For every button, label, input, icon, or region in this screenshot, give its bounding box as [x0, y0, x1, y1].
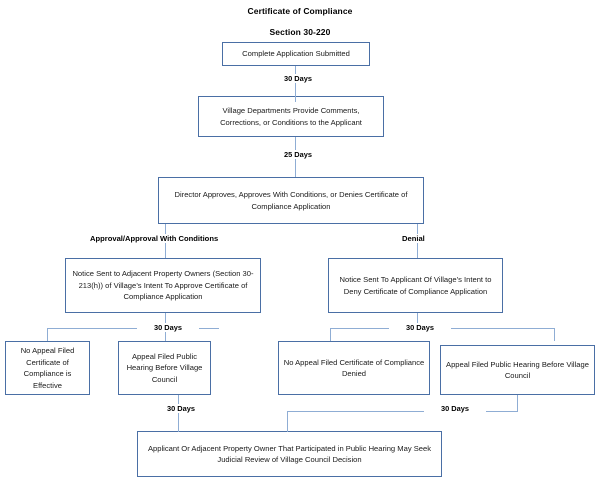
connector-to-no-appeal-denied — [330, 328, 332, 341]
node-notice-approve[interactable]: Notice Sent to Adjacent Property Owners … — [65, 258, 261, 313]
node-complete-application-label: Complete Application Submitted — [242, 49, 350, 59]
node-no-appeal-effective-label: No Appeal Filed Certificate of Complianc… — [20, 346, 75, 390]
branch-label-denial: Denial — [400, 234, 427, 243]
node-notice-deny-label: Notice Sent To Applicant Of Village’s In… — [339, 275, 492, 296]
duration-label-3: 30 Days — [137, 323, 199, 332]
duration-label-6: 30 Days — [424, 404, 486, 413]
connector-to-no-appeal-effective — [47, 328, 49, 341]
connector-notice-approve-down — [165, 313, 167, 329]
duration-label-4: 30 Days — [389, 323, 451, 332]
connector-to-appeal-hearing-left — [165, 328, 167, 341]
duration-label-5: 30 Days — [150, 404, 212, 413]
chart-title: Certificate of Compliance — [247, 6, 353, 16]
duration-label-2: 25 Days — [267, 150, 329, 159]
connector-appeal-right-down — [517, 395, 519, 412]
connector-appeal-left-to-judicial — [178, 395, 180, 432]
branch-label-approval: Approval/Approval With Conditions — [88, 234, 221, 243]
chart-subtitle: Section 30-220 — [269, 27, 331, 37]
connector-notice-deny-down — [417, 313, 419, 329]
node-no-appeal-denied[interactable]: No Appeal Filed Certificate of Complianc… — [278, 341, 430, 395]
node-appeal-hearing-right-label: Appeal Filed Public Hearing Before Villa… — [446, 359, 589, 381]
node-no-appeal-denied-label: No Appeal Filed Certificate of Complianc… — [283, 357, 425, 379]
node-judicial-review[interactable]: Applicant Or Adjacent Property Owner Tha… — [137, 431, 442, 477]
node-notice-deny[interactable]: Notice Sent To Applicant Of Village’s In… — [328, 258, 503, 313]
node-appeal-hearing-left-label: Appeal Filed Public Hearing Before Villa… — [126, 351, 203, 384]
duration-label-1: 30 Days — [267, 74, 329, 83]
node-complete-application[interactable]: Complete Application Submitted — [222, 42, 370, 66]
node-village-departments[interactable]: Village Departments Provide Comments, Co… — [198, 96, 384, 137]
connector-to-appeal-hearing-right — [554, 328, 556, 341]
connector-appeal-right-horizontal — [287, 411, 518, 413]
node-appeal-hearing-left[interactable]: Appeal Filed Public Hearing Before Villa… — [118, 341, 211, 395]
node-notice-approve-label: Notice Sent to Adjacent Property Owners … — [72, 269, 254, 302]
node-judicial-review-label: Applicant Or Adjacent Property Owner Tha… — [147, 443, 432, 465]
connector-approve-split-horizontal — [47, 328, 219, 330]
node-no-appeal-effective[interactable]: No Appeal Filed Certificate of Complianc… — [5, 341, 90, 395]
node-village-departments-label: Village Departments Provide Comments, Co… — [220, 106, 362, 127]
connector-app-to-departments — [295, 66, 297, 102]
node-director-decision[interactable]: Director Approves, Approves With Conditi… — [158, 177, 424, 224]
connector-elbow-to-judicial — [287, 411, 289, 432]
node-director-decision-label: Director Approves, Approves With Conditi… — [174, 190, 408, 211]
node-appeal-hearing-right[interactable]: Appeal Filed Public Hearing Before Villa… — [440, 345, 595, 395]
